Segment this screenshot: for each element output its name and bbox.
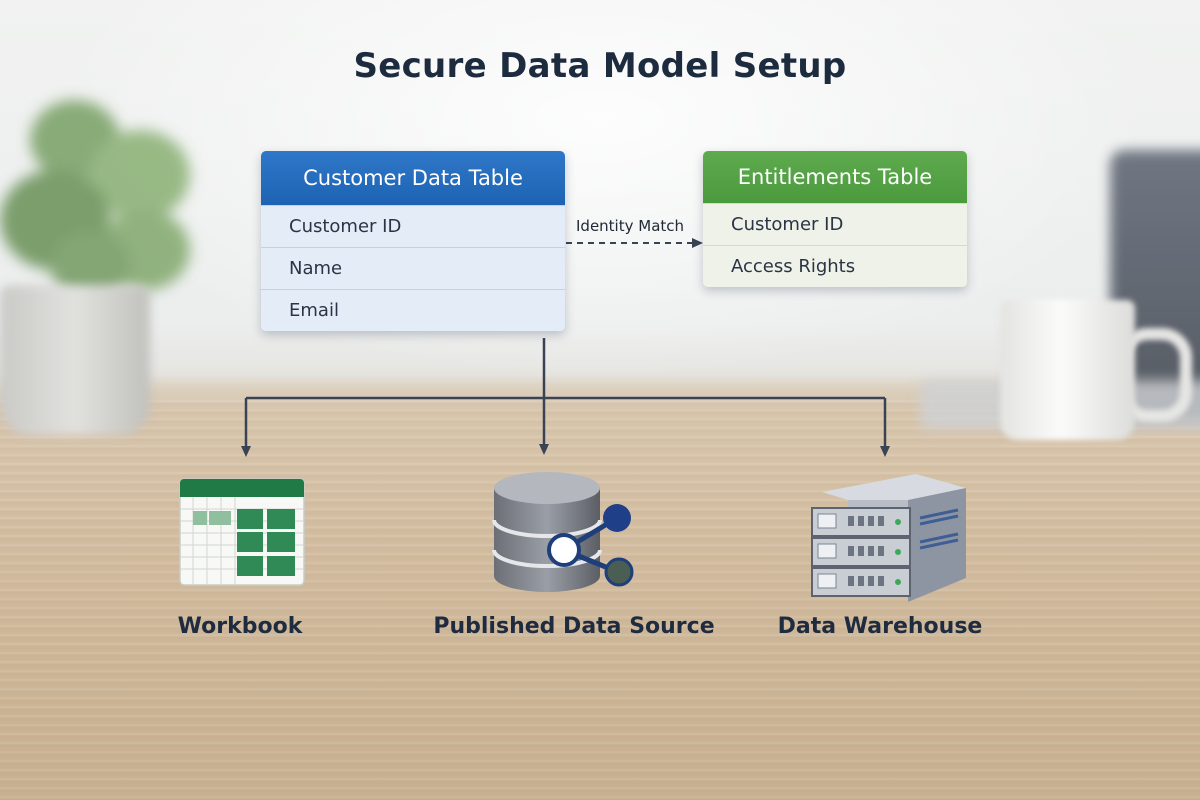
entitlements-field-customer-id: Customer ID	[703, 203, 967, 245]
customer-field-name: Name	[261, 247, 565, 289]
diagram-title: Secure Data Model Setup	[353, 46, 847, 86]
entitlements-table-header: Entitlements Table	[703, 151, 967, 203]
coffee-mug	[1000, 300, 1135, 440]
customer-table-header: Customer Data Table	[261, 151, 565, 205]
identity-match-label: Identity Match	[576, 217, 685, 235]
customer-data-table: Customer Data Table Customer ID Name Ema…	[261, 151, 565, 331]
plant-decoration	[0, 60, 230, 320]
customer-field-email: Email	[261, 289, 565, 331]
workbook-label: Workbook	[177, 614, 303, 639]
spreadsheet-icon	[179, 478, 305, 588]
database-share-icon	[492, 470, 642, 600]
published-data-source-label: Published Data Source	[433, 614, 715, 639]
customer-field-customer-id: Customer ID	[261, 205, 565, 247]
data-warehouse-label: Data Warehouse	[777, 614, 983, 639]
entitlements-table: Entitlements Table Customer ID Access Ri…	[703, 151, 967, 287]
server-rack-icon	[808, 470, 970, 606]
entitlements-field-access-rights: Access Rights	[703, 245, 967, 287]
plant-pot	[0, 285, 150, 435]
wood-grain	[0, 400, 1200, 800]
